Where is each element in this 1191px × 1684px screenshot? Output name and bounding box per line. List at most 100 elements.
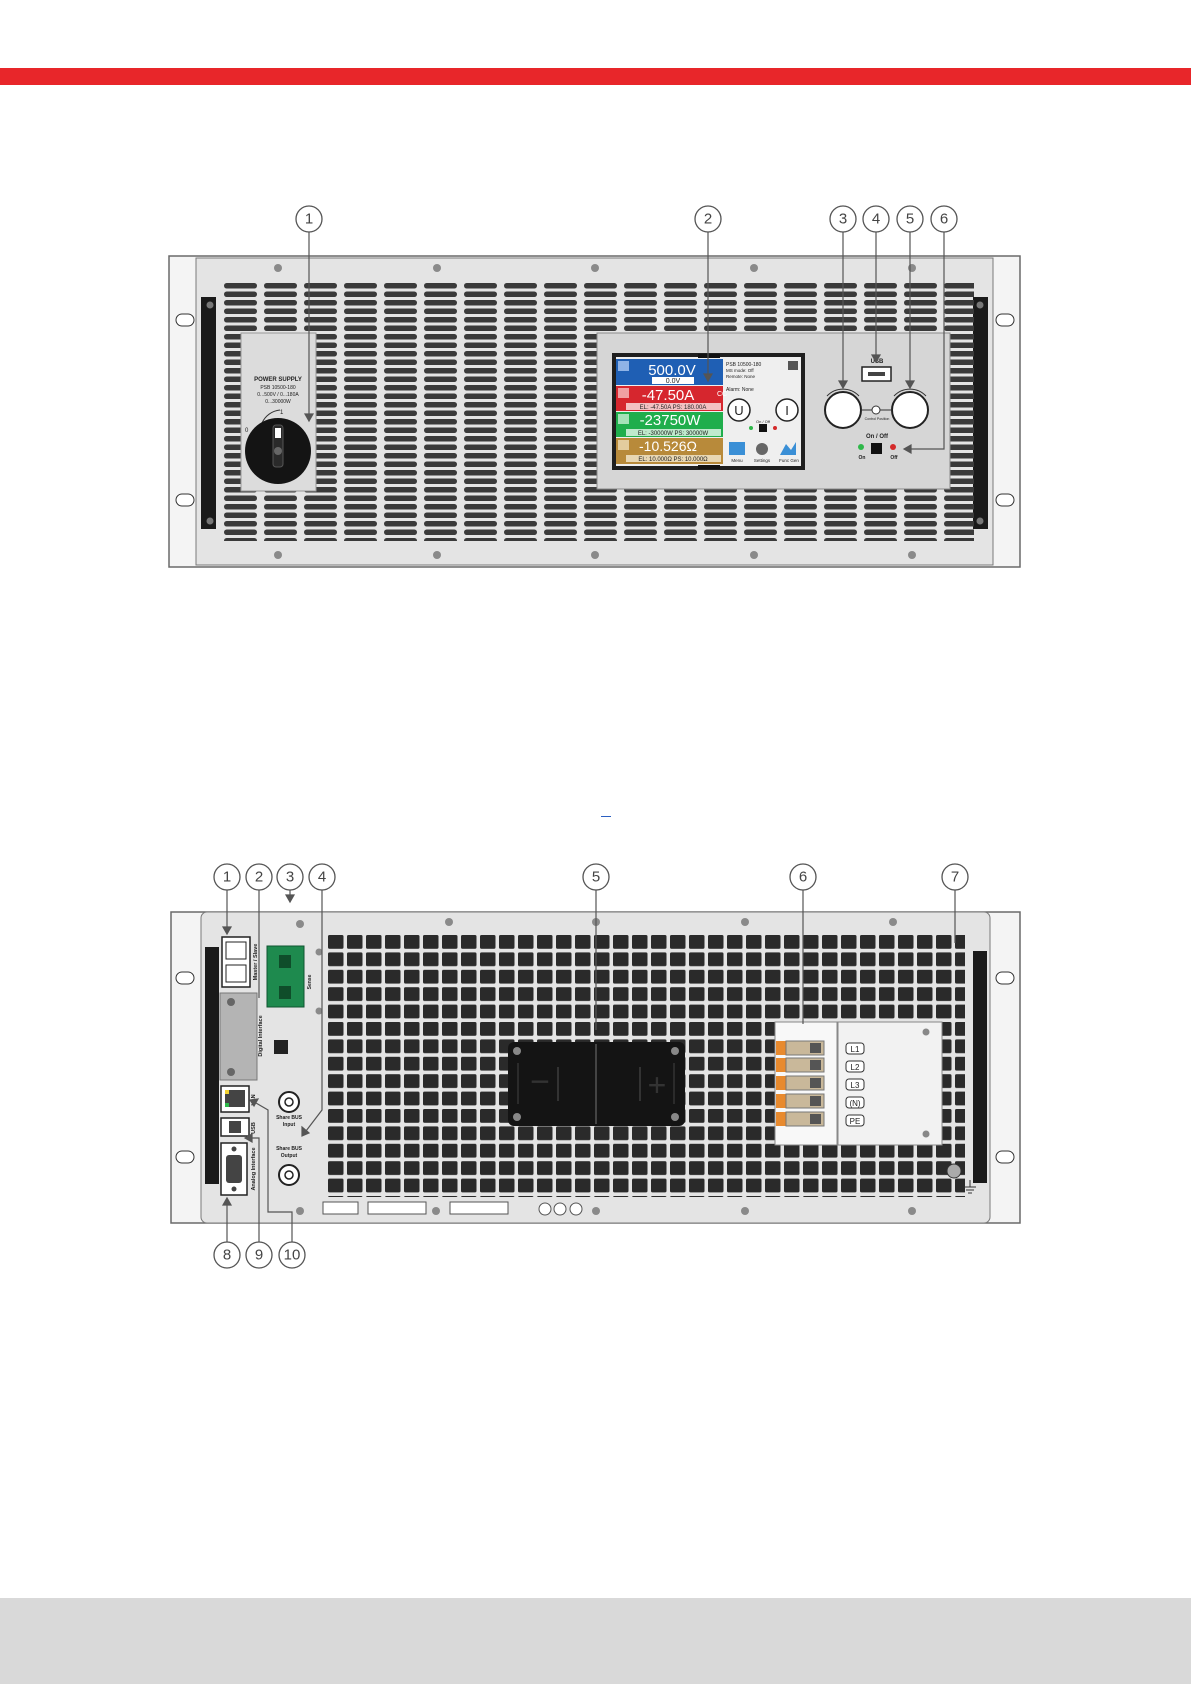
svg-text:Func Gen: Func Gen [779, 458, 799, 463]
callout-4: 4 [308, 863, 336, 891]
svg-text:6: 6 [799, 869, 807, 886]
svg-text:4: 4 [318, 869, 326, 886]
svg-text:0.0V: 0.0V [666, 378, 681, 385]
display-current: -47.50A [642, 387, 695, 404]
svg-text:L2: L2 [851, 1063, 860, 1072]
svg-text:1: 1 [305, 211, 313, 228]
svg-text:EL: -47.50A PS: 180.00A: EL: -47.50A PS: 180.00A [640, 405, 707, 411]
svg-text:Alarm: None: Alarm: None [726, 387, 754, 393]
svg-text:Remote: None: Remote: None [726, 374, 756, 379]
svg-text:Settings: Settings [754, 458, 771, 463]
svg-text:(N): (N) [849, 1099, 860, 1108]
svg-text:Share BUS: Share BUS [276, 1146, 303, 1152]
svg-text:2: 2 [704, 211, 712, 228]
svg-text:6: 6 [940, 211, 948, 228]
callout-2: 2 [694, 205, 722, 233]
svg-text:3: 3 [839, 211, 847, 228]
svg-text:Input: Input [283, 1122, 296, 1128]
svg-text:1: 1 [280, 410, 284, 416]
svg-text:On / Off: On / Off [756, 419, 771, 424]
footer-gray-bar [0, 1598, 1191, 1684]
callout-4: 4 [862, 205, 890, 233]
callout-2: 2 [245, 863, 273, 891]
svg-text:Off: Off [890, 455, 898, 461]
svg-text:PE: PE [850, 1117, 861, 1126]
svg-text:Menu: Menu [731, 458, 743, 463]
svg-text:Master / Slave: Master / Slave [253, 944, 259, 981]
svg-text:L3: L3 [851, 1081, 860, 1090]
svg-text:Share BUS: Share BUS [276, 1115, 303, 1121]
front-callouts: 1 2 3 4 5 6 [295, 205, 958, 233]
svg-text:Control Position: Control Position [865, 417, 890, 421]
display-power: -23750W [640, 412, 702, 429]
settings-icon [756, 443, 768, 455]
callout-1: 1 [295, 205, 323, 233]
callout-5: 5 [582, 863, 610, 891]
svg-text:MS mode: Off: MS mode: Off [726, 368, 754, 373]
svg-text:Output: Output [281, 1153, 298, 1159]
header-red-bar [0, 68, 1191, 85]
display-knob-i [775, 398, 799, 422]
svg-text:L1: L1 [851, 1045, 860, 1054]
rear-callouts: 1 2 3 4 5 6 7 8 9 10 [213, 863, 969, 1269]
svg-text:8: 8 [223, 1247, 231, 1264]
svg-text:USB: USB [251, 1122, 257, 1134]
front-view-figure: 1 2 3 4 5 6 POWER SUPPLY PSB 10500-180 0… [168, 205, 1021, 568]
callout-10: 10 [278, 1241, 306, 1269]
display-knob-u [727, 398, 751, 422]
digital-interface-slot [219, 992, 258, 1081]
dc-plus-label: + [648, 1067, 667, 1103]
master-slave-port-1 [225, 941, 247, 960]
svg-text:CC: CC [717, 391, 727, 398]
callout-6: 6 [789, 863, 817, 891]
ground-icon [964, 1180, 976, 1194]
left-rotary-knob [824, 391, 862, 429]
right-rotary-knob [891, 391, 929, 429]
output-on-off-button [871, 443, 882, 454]
switch-label-3: 0...500V / 0...180A [257, 392, 299, 398]
callout-3: 3 [276, 863, 304, 891]
svg-text:0: 0 [245, 428, 249, 434]
callout-5: 5 [896, 205, 924, 233]
svg-text:USB: USB [871, 359, 884, 365]
svg-text:2: 2 [255, 869, 263, 886]
svg-text:On: On [859, 455, 866, 461]
svg-text:5: 5 [592, 869, 600, 886]
analog-interface-port [220, 1142, 248, 1196]
ac-terminal-blocks [776, 1041, 786, 1126]
dc-minus-label: − [530, 1063, 550, 1101]
svg-text:EL: -30000W PS: 30000W: EL: -30000W PS: 30000W [638, 431, 709, 437]
link-underline[interactable] [601, 816, 611, 817]
callout-8: 8 [213, 1241, 241, 1269]
svg-text:7: 7 [951, 869, 959, 886]
svg-text:I: I [785, 403, 789, 418]
display-resistance: -10.526Ω [639, 438, 697, 454]
svg-text:1: 1 [223, 869, 231, 886]
svg-text:U: U [734, 403, 743, 418]
switch-label-4: 0...30000W [265, 399, 291, 405]
display-voltage: 500.0V [648, 362, 696, 379]
svg-text:10: 10 [284, 1247, 301, 1264]
svg-text:5: 5 [906, 211, 914, 228]
menu-icon [729, 442, 745, 455]
off-led [890, 444, 896, 450]
callout-7: 7 [941, 863, 969, 891]
callout-3: 3 [829, 205, 857, 233]
svg-text:On / Off: On / Off [866, 434, 889, 440]
funcgen-icon [780, 442, 796, 455]
svg-text:4: 4 [872, 211, 880, 228]
ground-screw [946, 1163, 962, 1179]
svg-text:3: 3 [286, 869, 294, 886]
svg-text:Digital Interface: Digital Interface [258, 1015, 264, 1056]
switch-label-1: POWER SUPPLY [254, 377, 302, 383]
svg-text:EL: 10.000Ω PS: 10.000Ω: EL: 10.000Ω PS: 10.000Ω [638, 457, 708, 463]
rear-view-figure: 1 2 3 4 5 6 7 8 9 10 Master / Slave Digi… [170, 863, 1021, 1269]
switch-label-2: PSB 10500-180 [260, 385, 296, 391]
callout-1: 1 [213, 863, 241, 891]
svg-text:Sense: Sense [307, 974, 313, 989]
callout-6: 6 [930, 205, 958, 233]
callout-9: 9 [245, 1241, 273, 1269]
svg-text:Analog Interface: Analog Interface [251, 1147, 257, 1190]
master-slave-port-2 [225, 964, 247, 983]
svg-text:PSB 10500-180: PSB 10500-180 [726, 362, 762, 368]
